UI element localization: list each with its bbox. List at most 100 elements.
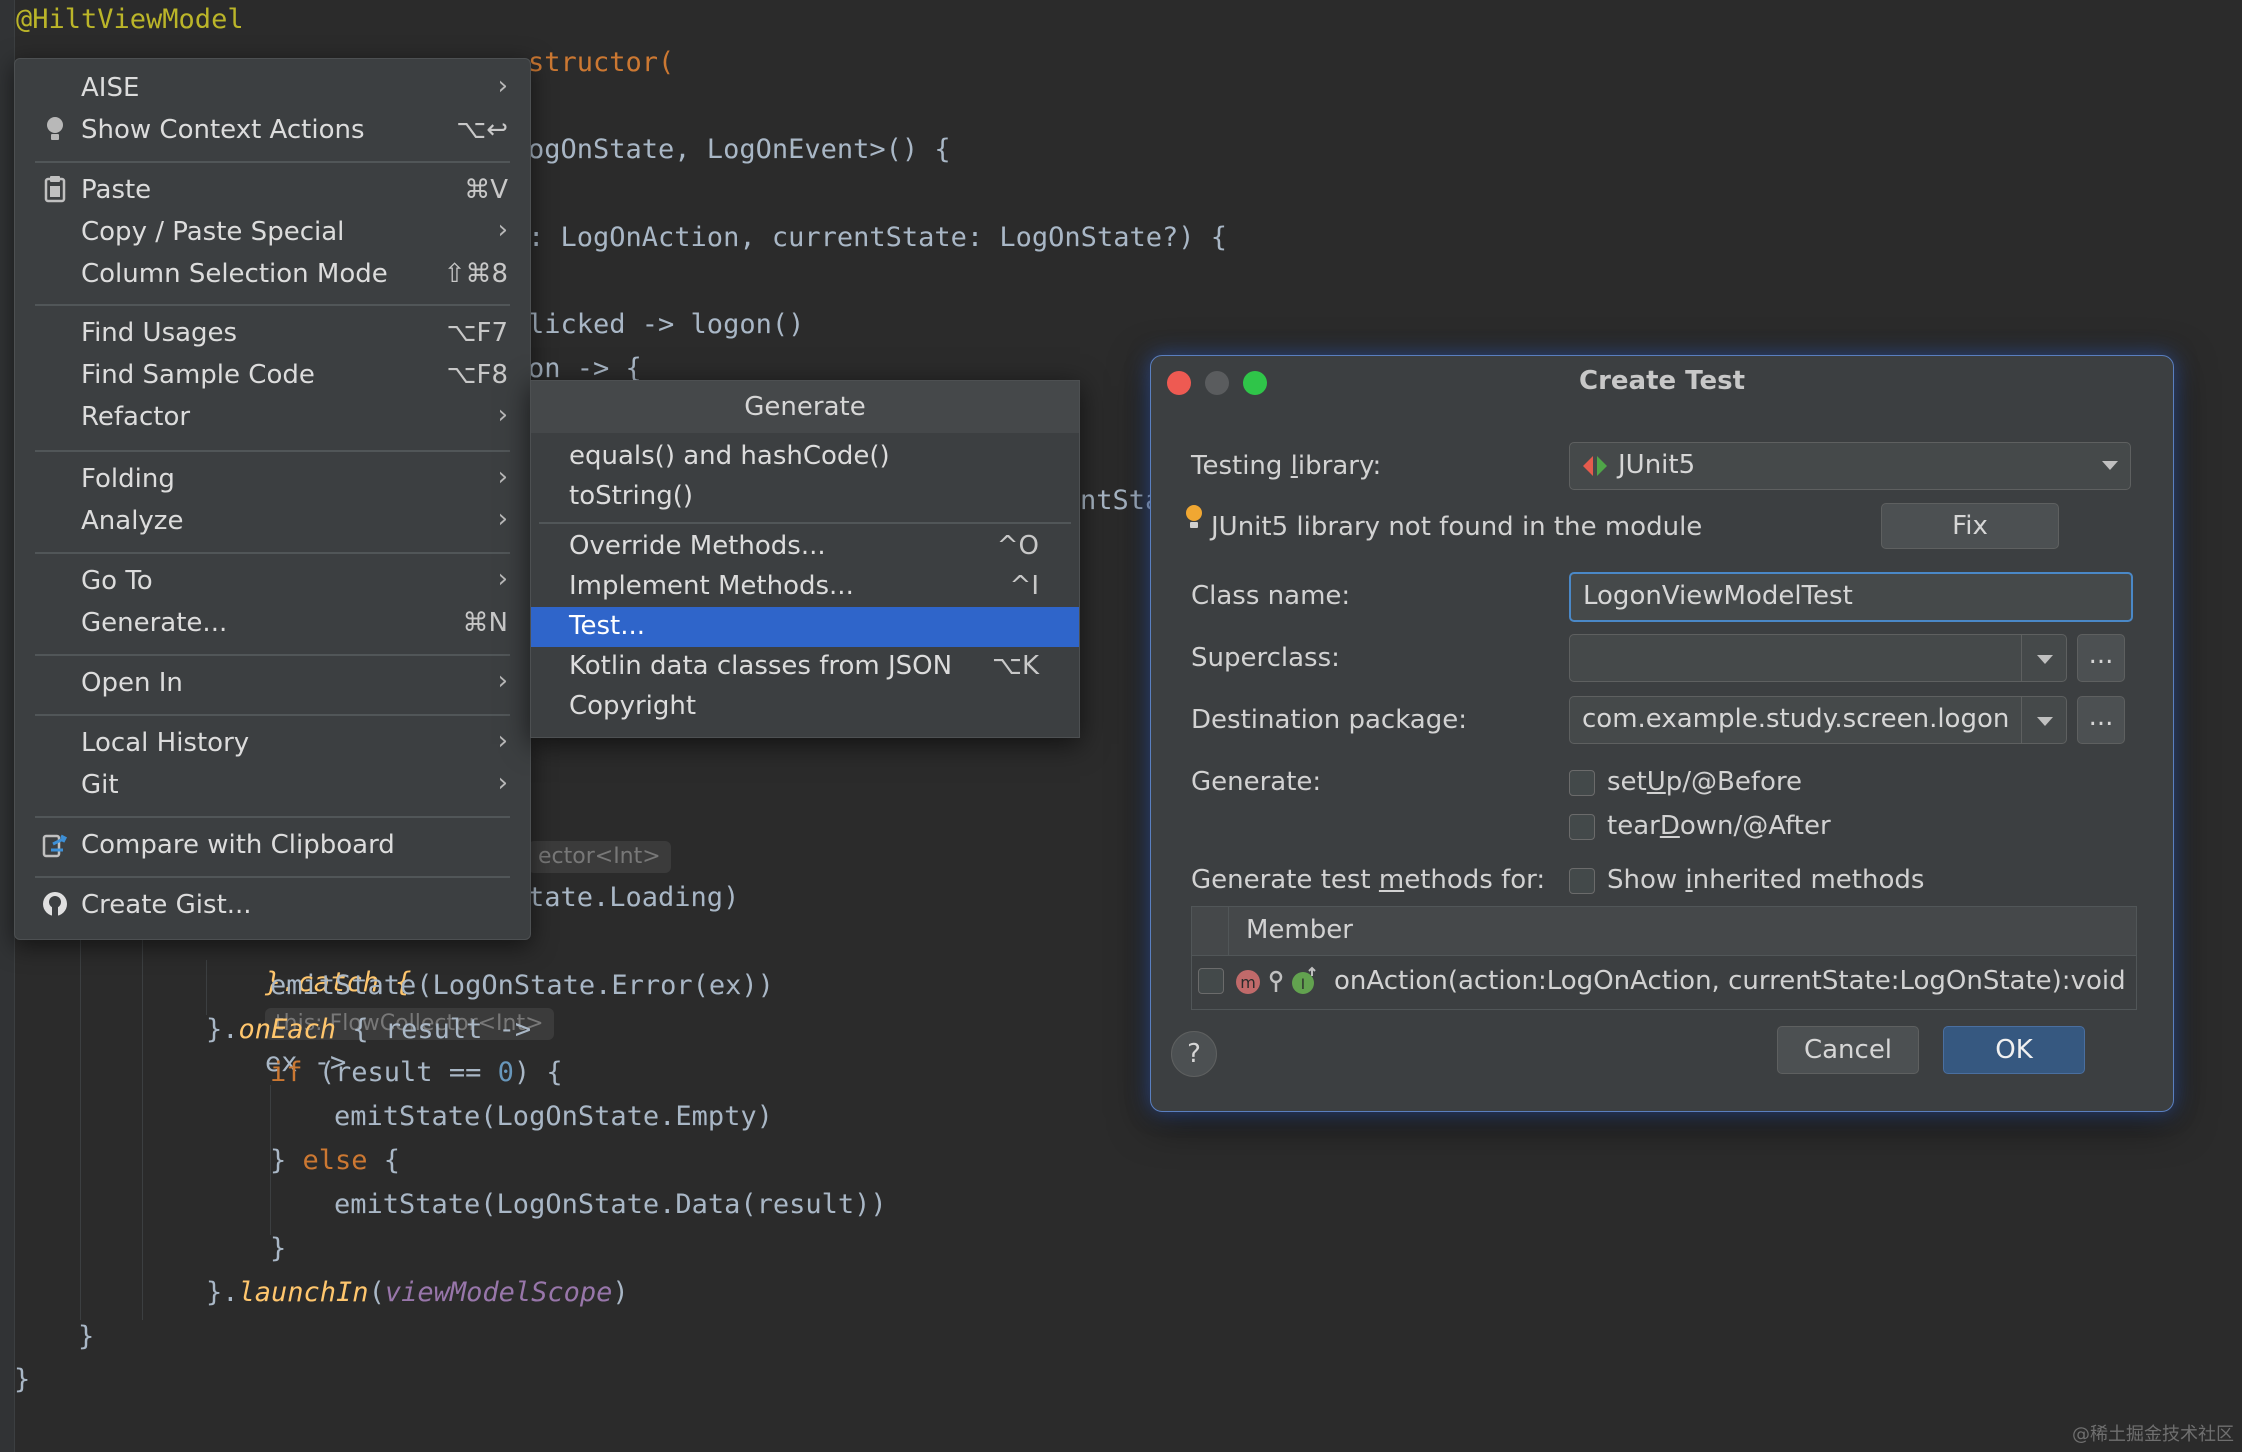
class-name-value: LogonViewModelTest: [1583, 581, 1853, 611]
code-line: tate.Loading): [528, 878, 739, 918]
generate-item-override-methods[interactable]: Override Methods... ^O: [531, 527, 1079, 567]
code-token: ex ->: [265, 1047, 347, 1078]
help-button[interactable]: ?: [1171, 1031, 1217, 1077]
code-token: (result ==: [302, 1057, 498, 1088]
menu-item-label: Generate...: [81, 608, 228, 638]
column-divider: [1228, 907, 1229, 955]
menu-item-create-gist[interactable]: Create Gist...: [15, 886, 530, 928]
cancel-button[interactable]: Cancel: [1777, 1026, 1919, 1074]
code-line: : LogOnAction, currentState: LogOnState?…: [528, 218, 1227, 258]
chevron-right-icon: ›: [497, 726, 508, 756]
code-token: ogOnState, LogOnEvent>() {: [528, 134, 951, 165]
generate-item-test[interactable]: Test...: [531, 607, 1079, 647]
code-token: }: [78, 1321, 95, 1352]
show-inherited-checkbox[interactable]: [1569, 868, 1595, 894]
superclass-combobox[interactable]: [1569, 634, 2067, 682]
chevron-right-icon: ›: [497, 400, 508, 430]
menu-item-find-sample-code[interactable]: Find Sample Code ⌥F8: [15, 356, 530, 398]
destination-package-combobox[interactable]: com.example.study.screen.logon: [1569, 696, 2067, 744]
indent-guide: [206, 960, 207, 1015]
help-icon: ?: [1187, 1039, 1201, 1069]
menu-item-aise[interactable]: AISE ›: [15, 69, 530, 111]
interface-icon: I: [1290, 966, 1320, 1000]
code-token: {: [367, 1145, 401, 1176]
class-name-input[interactable]: LogonViewModelTest: [1569, 572, 2133, 622]
shortcut-label: ⌘V: [464, 175, 508, 205]
generate-item-tostring[interactable]: toString(): [531, 477, 1079, 517]
setup-checkbox[interactable]: [1569, 770, 1595, 796]
code-token: }: [270, 1233, 287, 1264]
code-line: @HiltViewModel: [16, 0, 244, 40]
menu-item-paste[interactable]: Paste ⌘V: [15, 171, 530, 213]
code-line: ector<Int>: [528, 836, 671, 876]
chevron-right-icon: ›: [497, 768, 508, 798]
menu-item-analyze[interactable]: Analyze ›: [15, 502, 530, 544]
testing-library-value: JUnit5: [1618, 450, 1696, 480]
destination-browse-button[interactable]: ...: [2077, 696, 2125, 744]
code-line: on -> {: [528, 349, 642, 389]
menu-item-copy-paste-special[interactable]: Copy / Paste Special ›: [15, 213, 530, 255]
menu-item-label: Show Context Actions: [81, 115, 365, 145]
warning-bulb-icon: [1183, 503, 1205, 537]
popup-separator: [539, 522, 1071, 524]
chevron-right-icon: ›: [497, 504, 508, 534]
testing-library-label: Testing library:: [1191, 451, 1381, 481]
menu-separator: [35, 450, 510, 452]
member-column-header[interactable]: Member: [1246, 915, 1353, 945]
code-token: launchIn: [238, 1277, 369, 1308]
destination-package-label: Destination package:: [1191, 705, 1467, 735]
menu-item-label: Compare with Clipboard: [81, 830, 395, 860]
close-window-button[interactable]: [1167, 371, 1191, 395]
svg-text:m: m: [1240, 973, 1256, 992]
testing-library-dropdown[interactable]: JUnit5: [1569, 442, 2131, 490]
code-line: structor(: [528, 43, 674, 83]
generate-item-copyright[interactable]: Copyright: [531, 687, 1079, 727]
code-line: }.onEach { result ->: [206, 1010, 531, 1050]
generate-item-equals-hashcode[interactable]: equals() and hashCode(): [531, 437, 1079, 477]
mnemonic-char: i: [1685, 865, 1693, 895]
zoom-window-button[interactable]: [1243, 371, 1267, 395]
menu-item-label: Paste: [81, 175, 152, 205]
minimize-window-button[interactable]: [1205, 371, 1229, 395]
fix-button[interactable]: Fix: [1881, 503, 2059, 549]
mnemonic-char: m: [1378, 865, 1405, 895]
code-token: (: [368, 1277, 385, 1308]
menu-item-local-history[interactable]: Local History ›: [15, 724, 530, 766]
menu-item-generate[interactable]: Generate... ⌘N: [15, 604, 530, 646]
shortcut-label: ⌥F8: [446, 360, 508, 390]
ok-button[interactable]: OK: [1943, 1026, 2085, 1074]
generate-item-kotlin-data-classes-json[interactable]: Kotlin data classes from JSON ⌥K: [531, 647, 1079, 687]
menu-item-git[interactable]: Git ›: [15, 766, 530, 808]
menu-item-refactor[interactable]: Refactor ›: [15, 398, 530, 440]
clipboard-icon: [41, 175, 69, 207]
menu-item-compare-with-clipboard[interactable]: Compare with Clipboard: [15, 826, 530, 868]
table-row[interactable]: m I onAction(action:LogOnAction, current…: [1192, 956, 2136, 1008]
menu-item-find-usages[interactable]: Find Usages ⌥F7: [15, 314, 530, 356]
chevron-right-icon: ›: [497, 71, 508, 101]
member-checkbox[interactable]: [1198, 968, 1224, 994]
generate-item-label: Test...: [569, 611, 645, 641]
menu-item-folding[interactable]: Folding ›: [15, 460, 530, 502]
menu-item-go-to[interactable]: Go To ›: [15, 562, 530, 604]
label-text: set: [1607, 767, 1647, 797]
code-line: }: [78, 1317, 94, 1357]
create-test-dialog: Create Test Testing library: JUnit5 JUni…: [1150, 355, 2174, 1112]
menu-item-show-context-actions[interactable]: Show Context Actions ⌥↩: [15, 111, 530, 153]
chevron-down-icon[interactable]: [2021, 697, 2066, 743]
chevron-right-icon: ›: [497, 666, 508, 696]
generate-item-label: Implement Methods...: [569, 571, 854, 601]
chevron-right-icon: ›: [497, 564, 508, 594]
generate-item-label: equals() and hashCode(): [569, 441, 890, 471]
menu-item-label: Copy / Paste Special: [81, 217, 345, 247]
superclass-browse-button[interactable]: ...: [2077, 634, 2125, 682]
generate-item-implement-methods[interactable]: Implement Methods... ^I: [531, 567, 1079, 607]
class-name-label: Class name:: [1191, 581, 1351, 611]
menu-item-open-in[interactable]: Open In ›: [15, 664, 530, 706]
code-token: ntSta: [1080, 485, 1162, 516]
teardown-checkbox[interactable]: [1569, 814, 1595, 840]
generate-item-label: Kotlin data classes from JSON: [569, 651, 953, 681]
menu-item-column-selection-mode[interactable]: Column Selection Mode ⇧⌘8: [15, 255, 530, 297]
chevron-down-icon[interactable]: [2021, 635, 2066, 681]
label-text: Testing: [1191, 451, 1291, 481]
code-line: if (result == 0) {: [270, 1053, 563, 1093]
